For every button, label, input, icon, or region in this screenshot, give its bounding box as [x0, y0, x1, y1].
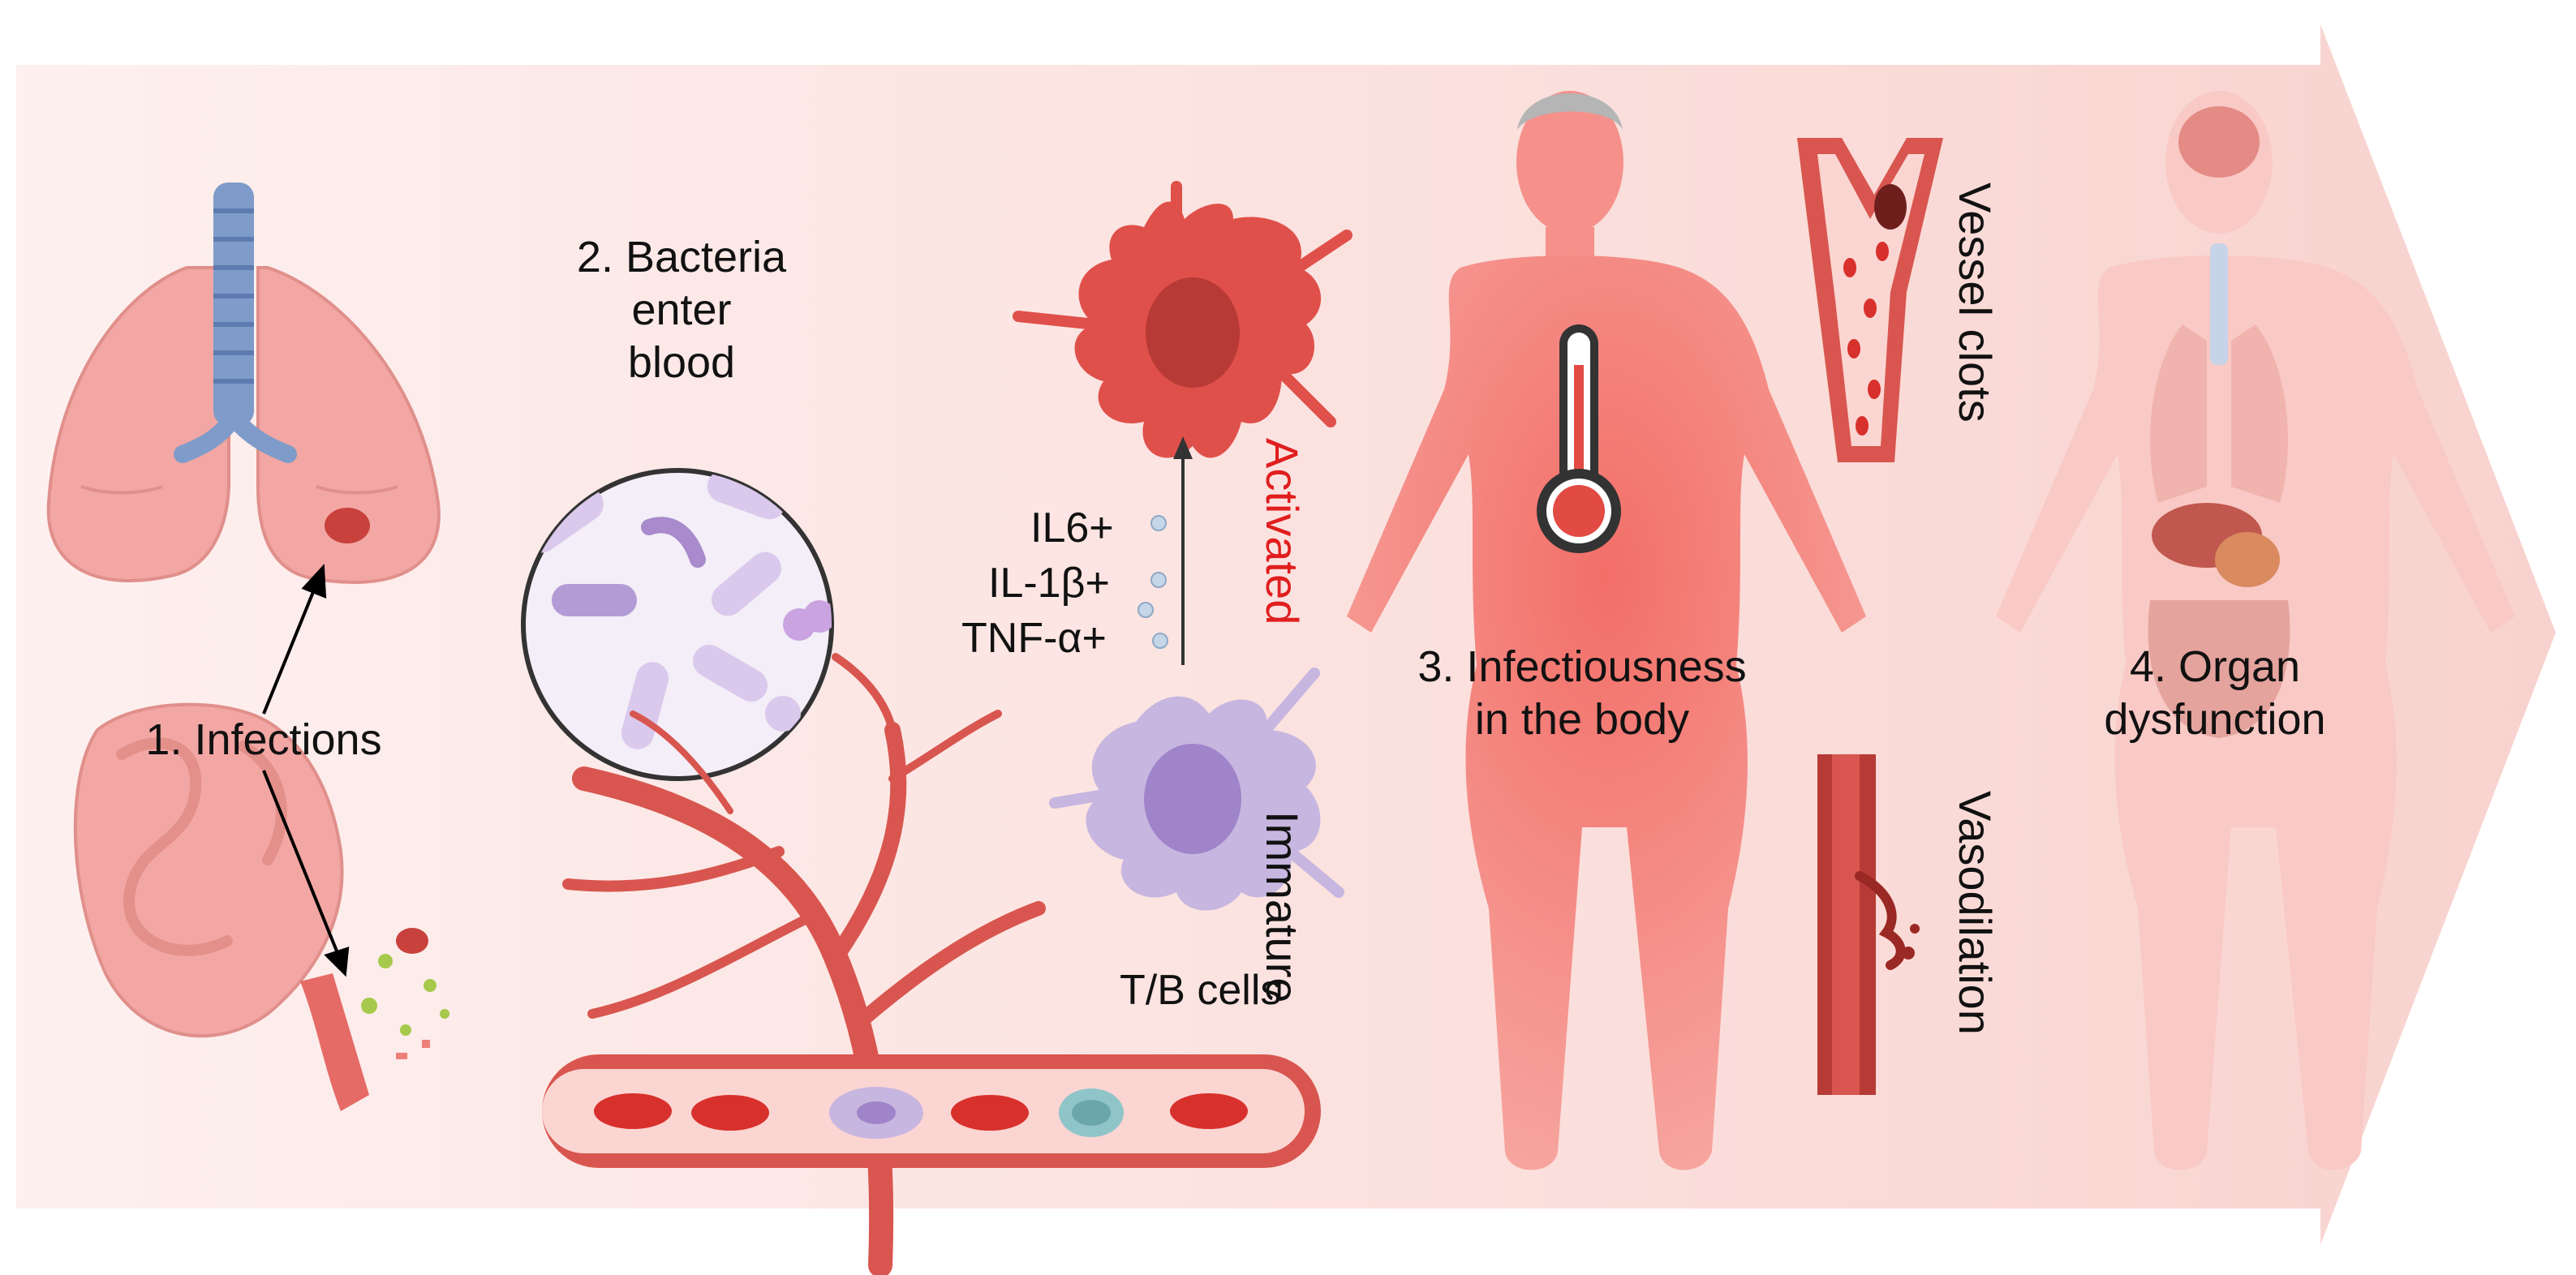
step-3-label: 3. Infectiousness in the body [1417, 641, 1746, 746]
human-body-infected [1347, 91, 1866, 1170]
step-1-label: 1. Infections [145, 715, 382, 764]
cytokine-particles [1137, 515, 1168, 649]
step-4-line-2: dysfunction [2104, 694, 2326, 744]
step-2-line-3: blood [627, 337, 736, 387]
tb-cells-label: T/B cells [1120, 967, 1282, 1014]
activated-cell [1013, 181, 1353, 458]
vasodilation-label: Vasodilation [1950, 791, 2001, 1035]
thermometer-icon [1537, 324, 1621, 553]
step-2-label: 2. Bacteria enter blood [577, 231, 786, 389]
human-body-organs [1996, 91, 2515, 1170]
process-arrow-band [16, 24, 2556, 1245]
vasodilation-illustration [1817, 754, 1920, 1095]
lungs-illustration [46, 182, 441, 584]
step-2-line-1: 2. Bacteria [576, 233, 787, 281]
cytokine-tnfa: TNF-α+ [961, 615, 1107, 662]
activation-arrow [1173, 436, 1193, 665]
cytokine-il6: IL6+ [1030, 504, 1114, 552]
activated-label: Activated [1257, 438, 1308, 625]
blood-vessel-tube [542, 1054, 1321, 1168]
cytokine-il1b: IL-1β+ [988, 560, 1110, 607]
step-4-label: 4. Organ dysfunction [2104, 641, 2325, 746]
infection-arrows [262, 564, 350, 977]
immature-cell [1049, 668, 1344, 911]
step-4-line-1: 4. Organ [2129, 642, 2301, 691]
step-2-line-2: enter [631, 285, 732, 334]
step-3-line-2: in the body [1474, 694, 1690, 744]
step-3-line-1: 3. Infectiousness [1417, 642, 1747, 691]
vessel-clots-label: Vessel clots [1950, 182, 2001, 423]
vessel-clot-illustration [1797, 138, 1943, 462]
intestine-illustration [73, 702, 449, 1111]
